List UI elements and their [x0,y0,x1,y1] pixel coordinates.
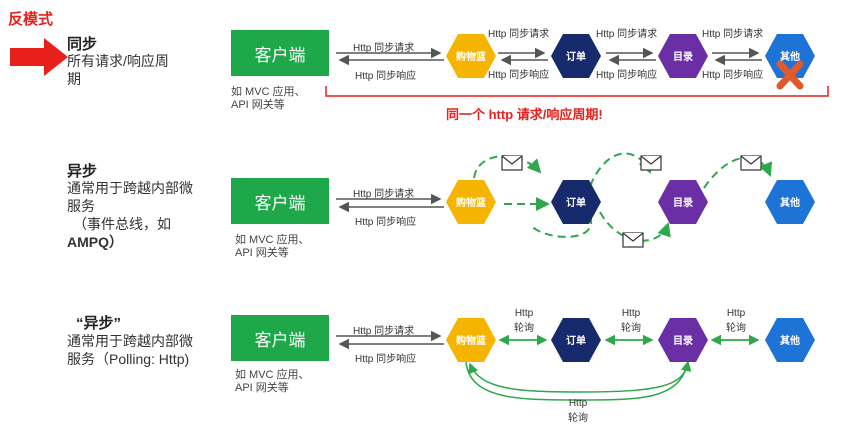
link1-resp-label: Http 同步响应 [488,70,550,81]
svg-text:其他: 其他 [780,334,800,347]
hex-basket-async: 购物篮 [446,180,496,224]
red-x-icon [776,60,804,90]
polling-resp-label: Http 同步响应 [355,354,417,365]
anti-pattern-label: 反模式 [8,11,54,28]
hex-basket-polling: 购物篮 [446,318,496,362]
svg-text:目录: 目录 [673,335,693,347]
hex-catalog-async: 目录 [658,180,708,224]
svg-text:订单: 订单 [566,334,586,347]
svg-text:订单: 订单 [566,50,586,63]
client-sub-sync: 如 MVC 应用、 API 网关等 [231,86,306,111]
async-resp-label: Http 同步响应 [355,217,417,228]
async-desc: 通常用于跨越内部微 服务 （事件总线，如 AMPQ） [67,180,193,250]
hex-catalog-sync: 目录 [658,34,708,78]
client-box-async: 客户端 [231,178,329,224]
cycle-bracket [325,86,829,97]
cycle-note: 同一个 http 请求/响应周期! [446,107,603,122]
hex-order-async: 订单 [551,180,601,224]
polling-desc: 通常用于跨越内部微 服务（Polling: Http) [67,333,193,367]
hex-other-sync: 其他 [765,34,815,78]
link2-resp-label: Http 同步响应 [596,70,658,81]
client-sub-polling: 如 MVC 应用、 API 网关等 [235,369,310,394]
hex-other-polling: 其他 [765,318,815,362]
svg-text:订单: 订单 [566,196,586,209]
svg-text:其他: 其他 [780,50,800,63]
polling-title: “异步” [76,315,122,332]
hex-other-async: 其他 [765,180,815,224]
client-sub-async: 如 MVC 应用、 API 网关等 [235,234,310,259]
async-title: 异步 [67,163,98,180]
svg-text:购物篮: 购物篮 [456,196,486,209]
sync-title: 同步 [67,36,98,53]
sync-req-label: Http 同步请求 [353,43,415,54]
link3-resp-label: Http 同步响应 [702,70,764,81]
link3-req-label: Http 同步请求 [702,29,764,40]
svg-text:购物篮: 购物篮 [456,334,486,347]
svg-text:目录: 目录 [673,197,693,209]
hex-basket-sync: 购物篮 [446,34,496,78]
svg-text:其他: 其他 [780,196,800,209]
async-req-label: Http 同步请求 [353,189,415,200]
link2-req-label: Http 同步请求 [596,29,658,40]
svg-text:目录: 目录 [673,51,693,63]
hex-order-polling: 订单 [551,318,601,362]
link1-req-label: Http 同步请求 [488,29,550,40]
envelope-icon [501,155,762,248]
client-box-sync: 客户端 [231,30,329,76]
client-box-polling: 客户端 [231,315,329,361]
sync-resp-label: Http 同步响应 [355,71,417,82]
svg-text:购物篮: 购物篮 [456,50,486,63]
polling-req-label: Http 同步请求 [353,326,415,337]
hex-order-sync: 订单 [551,34,601,78]
big-red-arrow-icon [10,38,68,76]
hex-catalog-polling: 目录 [658,318,708,362]
sync-desc: 所有请求/响应周 期 [67,53,169,87]
